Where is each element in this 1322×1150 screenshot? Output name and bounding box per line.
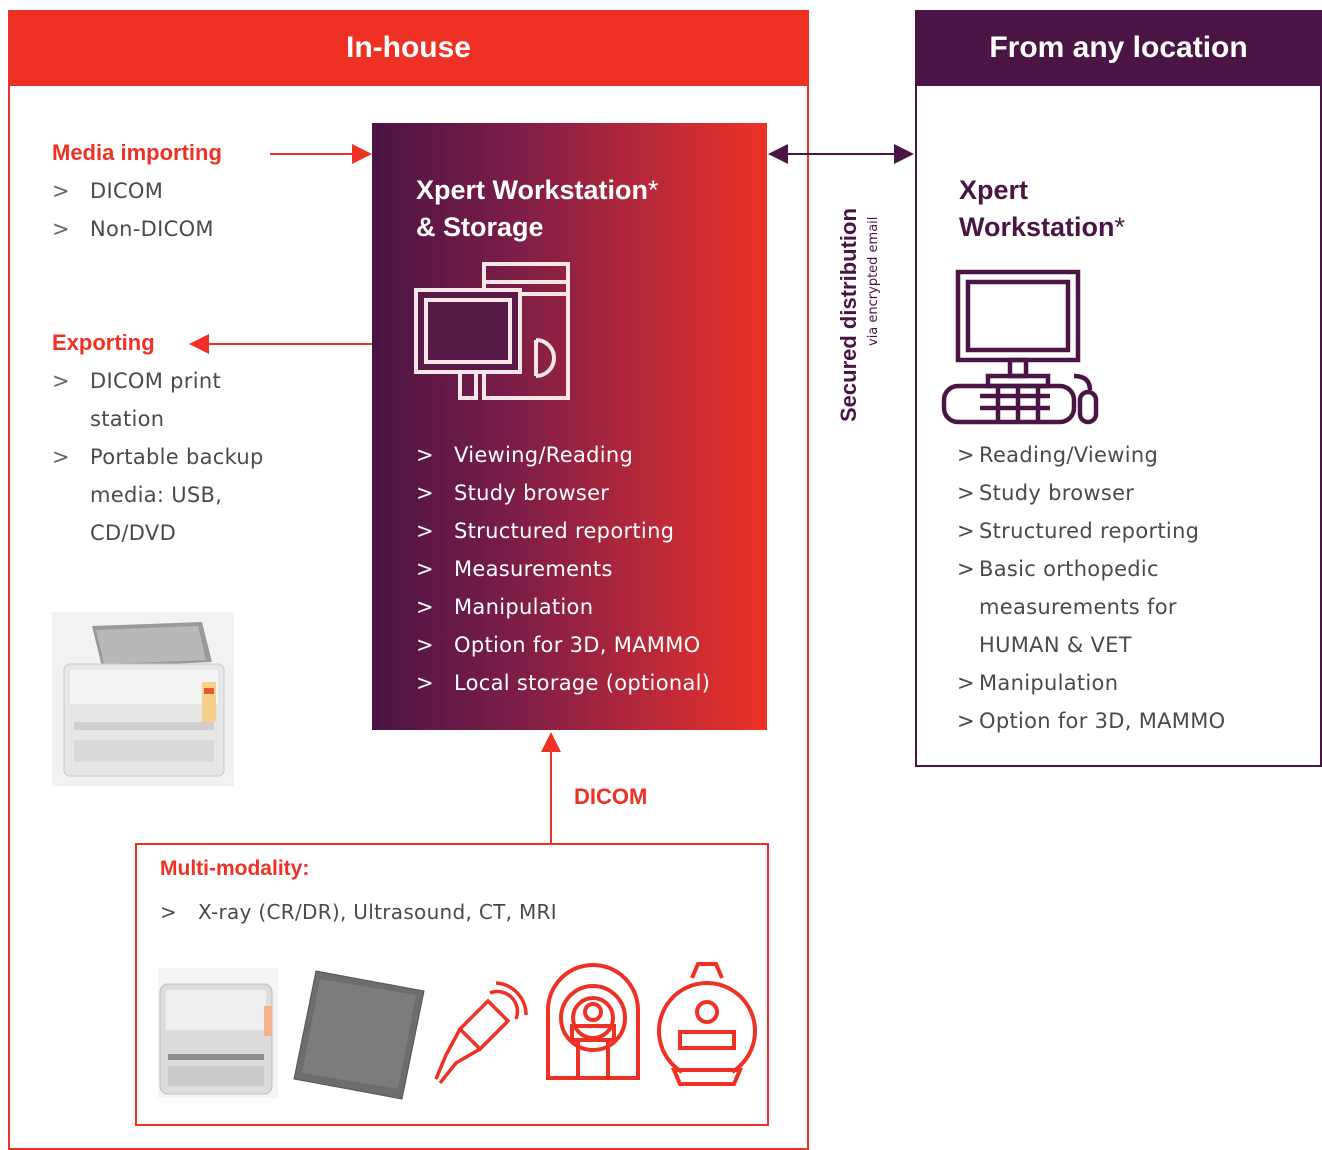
list-item: >Manipulation bbox=[416, 595, 594, 619]
list-item: >Non-DICOM bbox=[52, 217, 214, 241]
inhouse-header-label: In-house bbox=[346, 31, 471, 64]
list-item: >Reading/Viewing bbox=[957, 443, 1159, 467]
list-item: >X-ray (CR/DR), Ultrasound, CT, MRI bbox=[160, 900, 557, 924]
remote-computer-icon bbox=[941, 269, 1099, 425]
multi-modality-list: >X-ray (CR/DR), Ultrasound, CT, MRI bbox=[160, 893, 750, 931]
dr-detector-image bbox=[293, 970, 425, 1100]
list-item: >Option for 3D, MAMMO bbox=[416, 633, 701, 657]
media-importing-list: >DICOM >Non-DICOM bbox=[52, 172, 352, 248]
list-item: >Measurements bbox=[416, 557, 613, 581]
mri-scanner-icon bbox=[657, 962, 757, 1086]
ultrasound-probe-icon bbox=[434, 981, 528, 1085]
secured-distribution-title: Secured distribution bbox=[836, 208, 861, 422]
ct-scanner-icon bbox=[546, 963, 640, 1080]
remote-header-label: From any location bbox=[989, 31, 1248, 64]
list-item: >DICOM print station bbox=[52, 369, 221, 431]
remote-header: From any location bbox=[915, 10, 1322, 86]
exporting-title: Exporting bbox=[52, 330, 155, 355]
list-item: >Local storage (optional) bbox=[416, 671, 711, 695]
list-item: >Portable backup media: USB, CD/DVD bbox=[52, 445, 264, 545]
workstation-feature-list: >Viewing/Reading >Study browser >Structu… bbox=[416, 436, 756, 702]
list-item: >Study browser bbox=[416, 481, 610, 505]
multi-modality-title: Multi-modality: bbox=[160, 857, 310, 880]
secured-distribution-label: Secured distribution via encrypted email bbox=[836, 208, 881, 422]
list-item: >Structured reporting bbox=[416, 519, 675, 543]
workstation-title: Xpert Workstation* & Storage bbox=[416, 175, 659, 242]
secured-distribution-subtitle: via encrypted email bbox=[866, 217, 881, 346]
remote-feature-list: >Reading/Viewing >Study browser >Structu… bbox=[957, 436, 1297, 740]
workstation-box bbox=[372, 123, 767, 730]
list-item: >Manipulation bbox=[957, 671, 1119, 695]
remote-workstation-title: Xpert Workstation* bbox=[959, 175, 1126, 242]
list-item: >Option for 3D, MAMMO bbox=[957, 709, 1226, 733]
media-importing-title: Media importing bbox=[52, 140, 222, 165]
cr-reader-image bbox=[158, 968, 278, 1098]
list-item: >DICOM bbox=[52, 179, 164, 203]
workstation-icon bbox=[414, 262, 570, 400]
list-item: >Basic orthopedic measurements for HUMAN… bbox=[957, 557, 1177, 657]
inhouse-header: In-house bbox=[8, 10, 809, 86]
printer-image bbox=[52, 612, 234, 786]
exporting-list: >DICOM print station >Portable backup me… bbox=[52, 362, 272, 552]
multi-modality-box bbox=[135, 843, 769, 1126]
dicom-label: DICOM bbox=[574, 784, 648, 809]
list-item: >Structured reporting bbox=[957, 519, 1200, 543]
list-item: >Study browser bbox=[957, 481, 1135, 505]
list-item: >Viewing/Reading bbox=[416, 443, 634, 467]
